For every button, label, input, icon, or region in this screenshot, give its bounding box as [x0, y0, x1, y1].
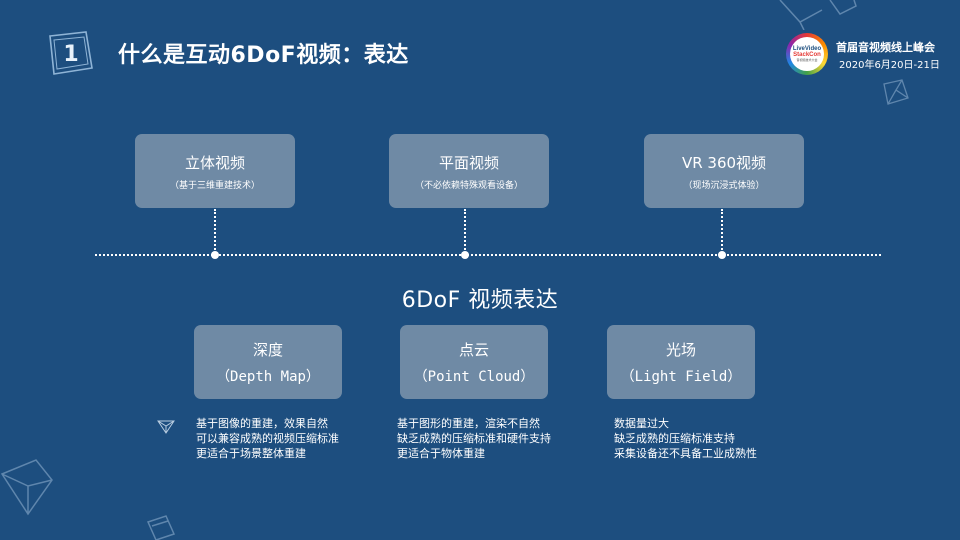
video-type-note: （不必依赖特殊观看设备） — [414, 180, 523, 191]
expression-english: （Point Cloud） — [413, 368, 535, 385]
expression-english: （Depth Map） — [216, 368, 320, 385]
decorative-cube-top-right — [770, 0, 860, 30]
timeline-dot — [211, 251, 219, 259]
section-number-badge: 1 — [46, 30, 96, 78]
event-logo: LiveVideo StackCon 音视频技术大会 — [786, 33, 828, 75]
expression-english: （Light Field） — [620, 368, 742, 385]
logo-text-line2: StackCon — [793, 52, 821, 58]
video-type-box-flat: 平面视频 （不必依赖特殊观看设备） — [389, 134, 549, 208]
video-type-box-vr360: VR 360视频 （现场沉浸式体验） — [644, 134, 804, 208]
video-type-label: VR 360视频 — [681, 153, 767, 172]
description-line: 缺乏成熟的压缩标准支持 — [614, 432, 735, 445]
event-date: 2020年6月20日-21日 — [839, 60, 940, 71]
video-type-note: （现场沉浸式体验） — [683, 180, 765, 191]
decorative-arrow-icon — [157, 420, 175, 434]
expression-box-lightfield: 光场 （Light Field） — [607, 325, 755, 399]
decorative-diamond-left — [0, 452, 60, 522]
decorative-cube-bottom-left — [140, 512, 180, 540]
expression-box-depth: 深度 （Depth Map） — [194, 325, 342, 399]
description-line: 基于图形的重建，渲染不自然 — [397, 417, 540, 430]
logo-text-line1: LiveVideo — [792, 46, 822, 52]
description-pointcloud: 基于图形的重建，渲染不自然 缺乏成熟的压缩标准和硬件支持 更适合于物体重建 — [397, 416, 551, 461]
video-type-label: 立体视频 — [184, 153, 245, 172]
video-type-note: （基于三维重建技术） — [169, 180, 260, 191]
description-depth: 基于图像的重建，效果自然 可以兼容成熟的视频压缩标准 更适合于场景整体重建 — [196, 416, 339, 461]
event-name: 首届音视频线上峰会 — [836, 41, 935, 54]
description-line: 采集设备还不具备工业成熟性 — [614, 447, 757, 460]
description-line: 可以兼容成熟的视频压缩标准 — [196, 432, 339, 445]
expression-heading: 6DoF 视频表达 — [401, 288, 559, 313]
description-lightfield: 数据量过大 缺乏成熟的压缩标准支持 采集设备还不具备工业成熟性 — [614, 416, 757, 461]
description-line: 缺乏成熟的压缩标准和硬件支持 — [397, 432, 551, 445]
connector-line — [464, 209, 466, 254]
timeline-line — [95, 254, 881, 256]
video-type-label: 平面视频 — [438, 153, 499, 172]
expression-label: 光场 — [665, 340, 696, 359]
description-line: 更适合于物体重建 — [397, 447, 485, 460]
connector-line — [721, 209, 723, 254]
page-title: 什么是互动6DoF视频：表达 — [118, 43, 409, 68]
logo-text-line3: 音视频技术大会 — [796, 58, 818, 62]
description-line: 更适合于场景整体重建 — [196, 447, 306, 460]
description-line: 数据量过大 — [614, 417, 669, 430]
section-number: 1 — [63, 41, 79, 67]
connector-line — [214, 209, 216, 254]
timeline-dot — [718, 251, 726, 259]
expression-box-pointcloud: 点云 （Point Cloud） — [400, 325, 548, 399]
timeline-dot — [461, 251, 469, 259]
decorative-cube-right — [878, 78, 912, 108]
description-line: 基于图像的重建，效果自然 — [196, 417, 328, 430]
expression-label: 深度 — [252, 340, 283, 359]
expression-label: 点云 — [458, 340, 489, 359]
video-type-box-stereo: 立体视频 （基于三维重建技术） — [135, 134, 295, 208]
